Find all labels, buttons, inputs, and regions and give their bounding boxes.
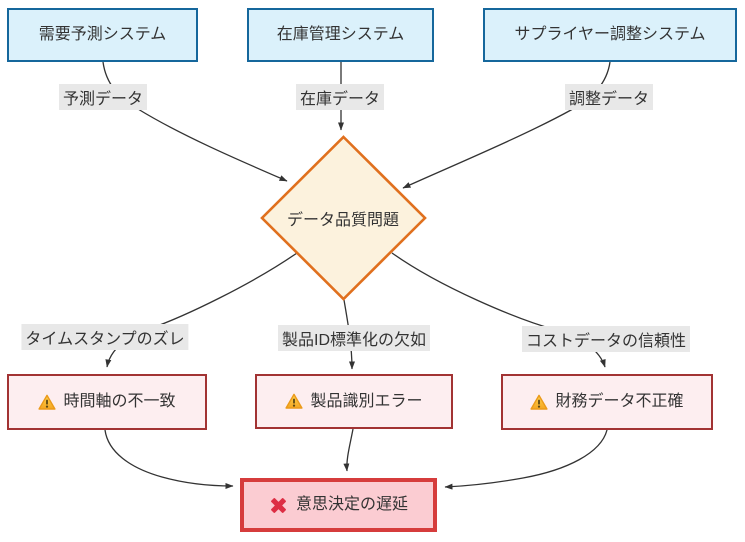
edge-label-coordination-data: 調整データ	[564, 84, 654, 110]
node-data-quality-issue-label: データ品質問題	[286, 212, 400, 229]
node-decision-making-delay: 意思決定の遅延	[240, 478, 437, 532]
node-label: 在庫管理システム	[276, 26, 405, 44]
warning-icon	[285, 393, 304, 409]
node-inventory-management-system: 在庫管理システム	[247, 8, 434, 62]
edge-supplier-to-issue	[402, 61, 611, 189]
node-product-identification-error: 製品識別エラー	[255, 374, 453, 429]
node-label: 意思決定の遅延	[295, 496, 408, 514]
edge-label-cost-data-reliability: コストデータの信頼性	[521, 326, 691, 352]
edge-label-timestamp-gap: タイムスタンプのズレ	[21, 324, 189, 350]
node-label: 製品識別エラー	[310, 392, 423, 410]
red-cross-icon	[271, 497, 286, 513]
edge-finance-inaccurate-to-decision-delay	[444, 429, 608, 490]
edge-demand-to-issue	[102, 61, 288, 182]
edge-time-mismatch-to-decision-delay	[104, 429, 234, 489]
node-label: 時間軸の不一致	[63, 393, 176, 411]
node-label: 需要予測システム	[38, 26, 167, 44]
edge-label-forecast-data: 予測データ	[58, 84, 148, 110]
node-label: 財務データ不正確	[555, 393, 684, 411]
node-label: サプライヤー調整システム	[514, 26, 706, 44]
node-supplier-coordination-system: サプライヤー調整システム	[483, 8, 737, 62]
edge-label-inventory-data: 在庫データ	[295, 84, 385, 110]
decision-diamond-shape	[260, 135, 427, 301]
warning-icon	[530, 394, 549, 410]
node-financial-data-inaccurate: 財務データ不正確	[501, 374, 713, 430]
warning-icon	[38, 394, 57, 410]
edge-product-error-to-decision-delay	[343, 428, 354, 472]
node-demand-forecast-system: 需要予測システム	[7, 8, 198, 62]
edge-label-product-id-standardization: 製品ID標準化の欠如	[277, 325, 431, 351]
node-time-axis-mismatch: 時間軸の不一致	[7, 374, 207, 430]
